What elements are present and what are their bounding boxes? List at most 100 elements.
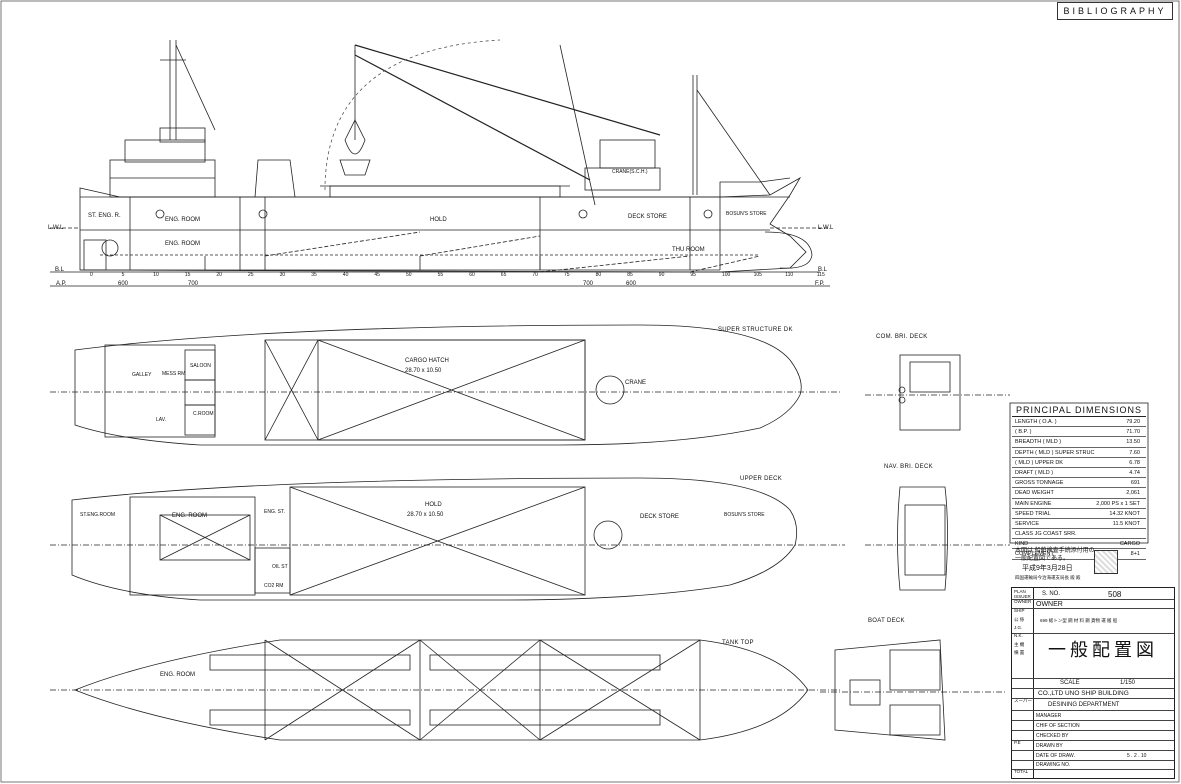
title-block-left-label: PLAN ISSUER bbox=[1014, 589, 1031, 599]
title-block-left-label: N.K. bbox=[1014, 633, 1023, 638]
s-no-value: 508 bbox=[1108, 590, 1122, 599]
dimension-value: 691 bbox=[1130, 480, 1140, 487]
crane-label: CRANE bbox=[625, 380, 647, 386]
com-bri-deck-plan bbox=[865, 354, 1010, 431]
dimension-key: KIND bbox=[1015, 541, 1029, 548]
lwl-right: L.W.L bbox=[818, 225, 834, 231]
dimension-row: DEPTH ( MLD ) SUPER STRUC 7.60 bbox=[1012, 448, 1146, 458]
title-block-left-label: 公 係 bbox=[1014, 617, 1025, 622]
drawn-label: DRAWN BY bbox=[1036, 743, 1063, 749]
frame-number: 15 bbox=[184, 272, 191, 278]
frame-spacing-1: 600 bbox=[118, 281, 129, 287]
dimension-key: ( B.P. ) bbox=[1015, 429, 1032, 436]
ap-label: A.P. bbox=[56, 281, 67, 287]
upper-deck-plan bbox=[50, 477, 845, 601]
title-block-left-label: SHIP bbox=[1014, 608, 1025, 613]
dimension-value: 2,061 bbox=[1126, 490, 1140, 497]
cargo-hatch-size: 28.70 x 10.50 bbox=[405, 368, 442, 374]
frame-spacing-4: 600 bbox=[626, 281, 637, 287]
frame-number: 65 bbox=[500, 272, 507, 278]
frame-number: 70 bbox=[532, 272, 538, 278]
chief-label: CHIF OF SECTION bbox=[1036, 723, 1080, 729]
manager-label: MANAGER bbox=[1036, 713, 1062, 719]
view-title-com-bri: COM. BRI. DECK bbox=[876, 334, 928, 340]
room-st-eng: ST.ENG.ROOM bbox=[80, 512, 116, 518]
bl-left: B.L bbox=[55, 267, 65, 273]
view-title-superstructure: SUPER STRUCTURE DK bbox=[718, 327, 793, 333]
room-mess: MESS RM bbox=[162, 371, 186, 377]
dimension-value: 8+1 bbox=[1130, 551, 1140, 558]
dimension-key: DRAFT ( MLD ) bbox=[1015, 469, 1054, 476]
s-no-label: S. NO. bbox=[1042, 591, 1061, 597]
dimension-row: ( B.P. )71.70 bbox=[1012, 427, 1146, 438]
room-saloon: SALOON bbox=[190, 363, 211, 369]
frame-number: 85 bbox=[627, 272, 633, 278]
boat-deck-plan bbox=[820, 639, 1005, 741]
frame-number: 110 bbox=[785, 272, 794, 278]
view-title-nav-bri: NAV. BRI. DECK bbox=[884, 464, 933, 470]
room-galley: GALLEY bbox=[132, 372, 152, 378]
room-oil-st: OIL ST bbox=[272, 564, 288, 570]
dimension-key: DEAD WEIGHT bbox=[1015, 490, 1054, 497]
frame-number: 75 bbox=[564, 272, 570, 278]
frame-number: 5 bbox=[121, 272, 125, 278]
dimension-row: KIND CARGO bbox=[1012, 539, 1146, 550]
dimension-row: GROSS TONNAGE 691 bbox=[1012, 478, 1146, 489]
dimension-row: LENGTH ( O.A. )79.20 bbox=[1012, 417, 1146, 428]
dimension-key: MAIN ENGINE bbox=[1015, 500, 1052, 507]
frame-number: 10 bbox=[153, 272, 159, 278]
title-block-left-label: J.G. bbox=[1014, 625, 1023, 630]
frame-number: 55 bbox=[437, 272, 444, 278]
profile-room-thu: THU ROOM bbox=[672, 247, 705, 253]
date-of-draw-value: 5 . 2 . 10 bbox=[1127, 753, 1147, 759]
note-date: 平成9年3月28日 bbox=[1022, 565, 1073, 572]
frame-number: 100 bbox=[722, 272, 731, 278]
dimension-row: DEAD WEIGHT 2,061 bbox=[1012, 488, 1146, 499]
dimension-key: DEPTH ( MLD ) SUPER STRUC bbox=[1015, 449, 1095, 456]
note-issuer: 四国運輸局今治海運支局長 殿 殿 bbox=[1015, 575, 1081, 580]
profile-room-engroom-upper: ENG. ROOM bbox=[165, 217, 201, 223]
cargo-hatch-label: CARGO HATCH bbox=[405, 358, 449, 364]
profile-crane-label: CRANE(S.C.H.) bbox=[612, 169, 648, 175]
frame-spacing-3: 700 bbox=[583, 281, 594, 287]
dimension-key: BREADTH ( MLD ) bbox=[1015, 439, 1062, 446]
title-block-left-label: 主 機 bbox=[1014, 642, 1025, 647]
tank-eng-room: ENG. ROOM bbox=[160, 672, 196, 678]
dimension-value: CARGO bbox=[1119, 541, 1140, 548]
dimension-value: 6.78 bbox=[1129, 459, 1140, 466]
dimension-row: DRAFT ( MLD ) 4.74 bbox=[1012, 468, 1146, 479]
department: DESINING DEPARTMENT bbox=[1048, 702, 1120, 708]
room-lav: LAV. bbox=[156, 417, 167, 423]
frame-number: 25 bbox=[248, 272, 254, 278]
profile-room-engroom-lower: ENG. ROOM bbox=[165, 241, 201, 247]
hold-size: 28.70 x 10.50 bbox=[407, 512, 444, 518]
drawing-no-label: DRAWING NO. bbox=[1036, 762, 1071, 768]
dimension-key: SPEED TRIAL bbox=[1015, 510, 1051, 517]
profile-view bbox=[50, 39, 830, 287]
frame-number: 20 bbox=[216, 272, 222, 278]
dimension-value: 13.50 bbox=[1126, 439, 1140, 446]
dimension-key: GROSS TONNAGE bbox=[1015, 480, 1064, 487]
frame-number: 35 bbox=[311, 272, 317, 278]
frame-number: 45 bbox=[374, 272, 380, 278]
principal-dimensions-table: PRINCIPAL DIMENSIONS LENGTH ( O.A. )79.2… bbox=[1012, 405, 1146, 560]
dimension-value: 11.5 KNOT bbox=[1112, 520, 1140, 527]
frame-number: 80 bbox=[595, 272, 602, 278]
dimension-key: CLASS JG COAST SRR. bbox=[1015, 531, 1077, 538]
frame-number: 90 bbox=[658, 272, 665, 278]
dimension-row: BREADTH ( MLD ) 13.50 bbox=[1012, 437, 1146, 448]
view-title-tank-top: TANK TOP bbox=[722, 640, 754, 646]
frame-number: 105 bbox=[753, 272, 762, 278]
dimension-value: 4.74 bbox=[1129, 469, 1140, 476]
dimension-value: 7.60 bbox=[1129, 449, 1140, 456]
nav-bri-deck-plan bbox=[865, 486, 1010, 591]
title-block-left-label: P.E bbox=[1014, 740, 1021, 745]
dimension-value: 2,000 PS x 1 SET bbox=[1096, 500, 1140, 507]
official-stamp bbox=[1094, 550, 1118, 574]
